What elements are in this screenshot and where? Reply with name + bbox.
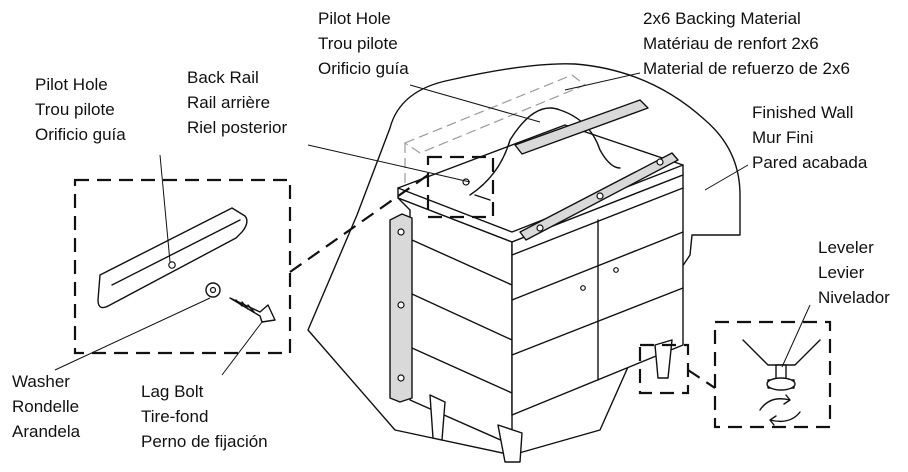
- svg-text:Pared acabada: Pared acabada: [752, 153, 868, 172]
- svg-text:Lag Bolt: Lag Bolt: [141, 382, 204, 401]
- label-pilot-hole-left: Pilot Hole Trou pilote Orificio guía: [35, 75, 126, 144]
- svg-text:Nivelador: Nivelador: [818, 288, 890, 307]
- cabinet-left-face: [397, 197, 513, 446]
- svg-text:Trou pilote: Trou pilote: [35, 100, 115, 119]
- svg-text:Pilot Hole: Pilot Hole: [35, 75, 108, 94]
- label-washer: Washer Rondelle Arandela: [12, 372, 81, 441]
- left-detail-inset: [73, 178, 292, 355]
- svg-text:Levier: Levier: [818, 263, 865, 282]
- svg-text:Washer: Washer: [12, 372, 70, 391]
- svg-text:Arandela: Arandela: [12, 422, 81, 441]
- svg-text:Orificio guía: Orificio guía: [35, 125, 126, 144]
- back-rail: [514, 99, 649, 155]
- label-back-rail: Back Rail Rail arrière Riel posterior: [187, 68, 287, 137]
- label-finished-wall: Finished Wall Mur Fini Pared acabada: [752, 103, 868, 172]
- svg-text:Orificio guía: Orificio guía: [318, 59, 409, 78]
- side-rail: [389, 213, 413, 403]
- leveler-inset: [638, 320, 832, 429]
- label-lag-bolt: Lag Bolt Tire-fond Perno de fijación: [141, 382, 268, 451]
- svg-text:Rail arrière: Rail arrière: [187, 93, 270, 112]
- svg-text:Perno de fijación: Perno de fijación: [141, 432, 268, 451]
- label-leveler: Leveler Levier Nivelador: [818, 238, 890, 307]
- svg-text:Finished Wall: Finished Wall: [752, 103, 853, 122]
- label-pilot-hole-top: Pilot Hole Trou pilote Orificio guía: [318, 9, 409, 78]
- cabinet-legs: [429, 339, 673, 463]
- svg-text:2x6 Backing Material: 2x6 Backing Material: [643, 9, 801, 28]
- finished-wall: [307, 63, 741, 456]
- svg-text:Leveler: Leveler: [818, 238, 874, 257]
- back-rail-callout-box: [426, 155, 495, 219]
- svg-text:Mur Fini: Mur Fini: [752, 128, 813, 147]
- leader-lines: [54, 72, 811, 376]
- backing-rail: [519, 152, 679, 241]
- svg-text:Material de refuerzo de 2x6: Material de refuerzo de 2x6: [643, 59, 850, 78]
- label-backing-material: 2x6 Backing Material Matériau de renfort…: [643, 9, 850, 78]
- svg-text:Pilot Hole: Pilot Hole: [318, 9, 391, 28]
- svg-text:Trou pilote: Trou pilote: [318, 34, 398, 53]
- svg-text:Matériau de renfort 2x6: Matériau de renfort 2x6: [643, 34, 819, 53]
- svg-text:Tire-fond: Tire-fond: [141, 407, 208, 426]
- svg-text:Back Rail: Back Rail: [187, 68, 259, 87]
- svg-text:Riel posterior: Riel posterior: [187, 118, 287, 137]
- svg-text:Rondelle: Rondelle: [12, 397, 79, 416]
